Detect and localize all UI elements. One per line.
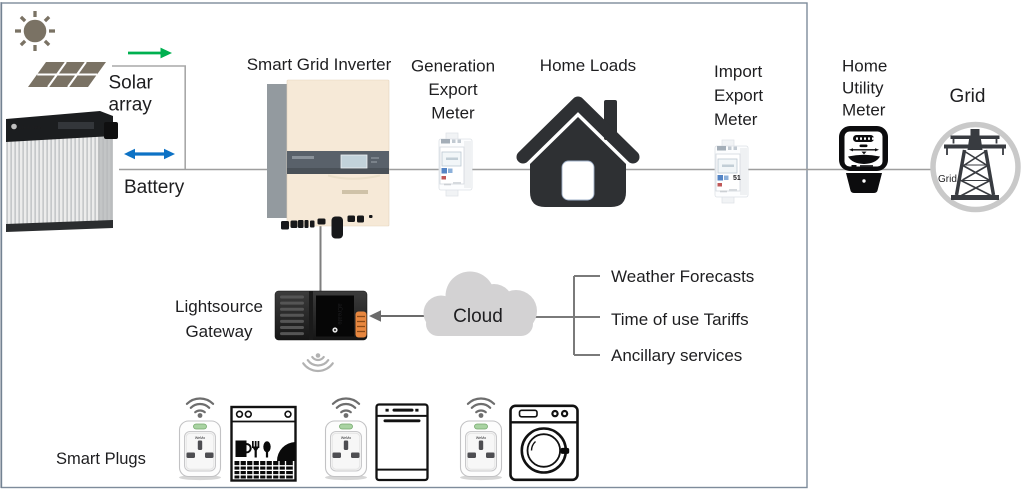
- svg-text:51: 51: [733, 175, 741, 182]
- svg-text:Home: Home: [842, 57, 887, 76]
- svg-text:Export: Export: [714, 86, 763, 105]
- svg-text:Solar: Solar: [109, 73, 154, 94]
- svg-text:Ancillary services: Ancillary services: [611, 346, 742, 365]
- svg-text:Grid: Grid: [938, 174, 957, 185]
- svg-text:Meter: Meter: [714, 110, 758, 129]
- svg-text:aCreate: aCreate: [336, 303, 342, 325]
- svg-text:LG Chem: LG Chem: [19, 125, 43, 131]
- svg-text:Home Loads: Home Loads: [540, 56, 636, 75]
- svg-text:Grid: Grid: [950, 86, 986, 107]
- svg-text:Smart Plugs: Smart Plugs: [56, 450, 146, 468]
- svg-text:Smart Grid Inverter: Smart Grid Inverter: [247, 55, 392, 74]
- svg-text:Cloud: Cloud: [453, 306, 503, 327]
- svg-text:Battery: Battery: [124, 177, 185, 198]
- svg-text:Meter: Meter: [431, 104, 475, 123]
- svg-text:Gateway: Gateway: [185, 322, 253, 341]
- svg-text:Time of use Tariffs: Time of use Tariffs: [611, 310, 749, 329]
- svg-text:Utility: Utility: [842, 79, 884, 98]
- svg-text:array: array: [109, 95, 153, 116]
- svg-text:Generation: Generation: [411, 57, 495, 76]
- svg-text:Weather Forecasts: Weather Forecasts: [611, 267, 754, 286]
- svg-text:Export: Export: [428, 80, 477, 99]
- svg-text:Import: Import: [714, 62, 762, 81]
- svg-text:Lightsource: Lightsource: [175, 297, 263, 316]
- svg-text:Meter: Meter: [842, 101, 886, 120]
